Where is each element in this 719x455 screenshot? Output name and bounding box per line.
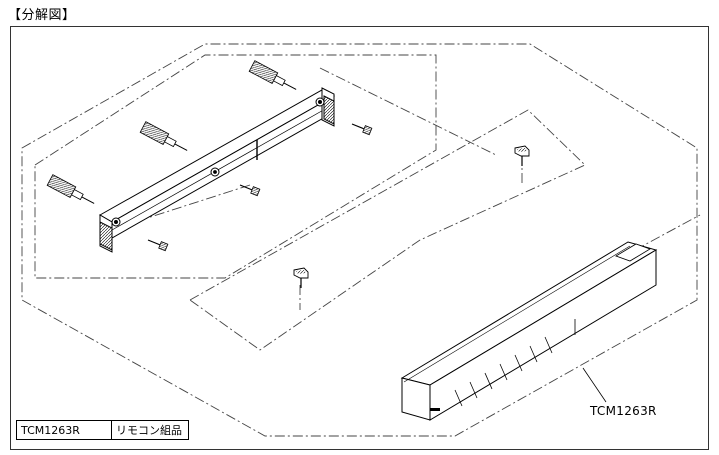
screw-center xyxy=(239,184,261,197)
guide-lines xyxy=(21,43,701,437)
mounting-bracket xyxy=(98,87,336,253)
parts-table: TCM1263R リモコン組品 xyxy=(16,420,189,440)
wall-anchor-bottom xyxy=(46,174,95,204)
remote-control-unit xyxy=(400,241,658,421)
screw-right xyxy=(351,123,373,136)
part-code: TCM1263R xyxy=(16,420,112,440)
diagram-title: 【分解図】 xyxy=(8,8,76,23)
wall-anchor-middle xyxy=(139,121,188,151)
diagram-frame xyxy=(10,26,709,450)
clip-left xyxy=(293,267,309,288)
remote-callout-label: TCM1263R xyxy=(590,404,657,418)
wall-anchor-top xyxy=(248,60,297,90)
part-name: リモコン組品 xyxy=(111,420,189,440)
screw-left xyxy=(147,239,169,252)
table-row: TCM1263R リモコン組品 xyxy=(16,420,189,440)
clip-right xyxy=(514,145,530,166)
